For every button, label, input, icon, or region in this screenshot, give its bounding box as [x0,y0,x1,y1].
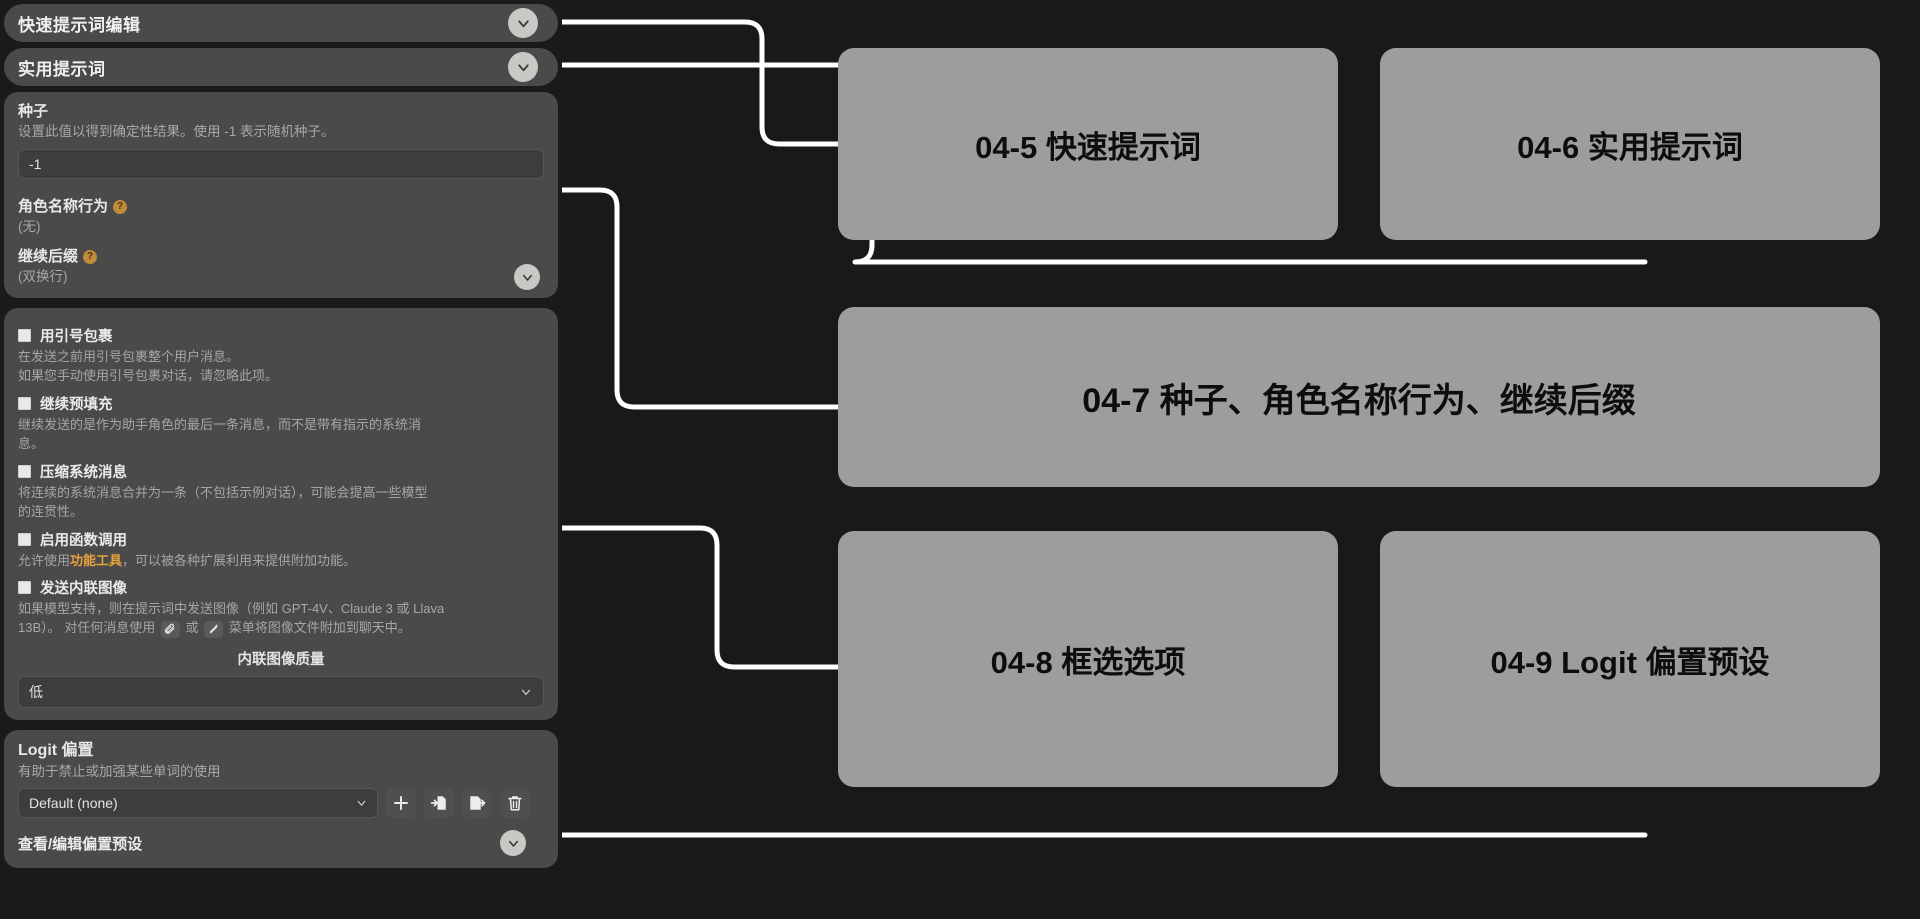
delete-preset-button[interactable] [500,788,530,819]
annotation-card-04-5[interactable]: 04-5 快速提示词 [838,48,1338,240]
checkbox-box[interactable] [18,532,31,546]
paperclip-icon [160,620,180,638]
checkbox-label: 继续预填充 [40,397,113,414]
checkbox-squash-system-messages[interactable]: 压缩系统消息 [18,461,544,482]
file-export-icon [470,796,486,810]
file-import-icon [430,796,446,810]
collapsible-utility-prompts[interactable]: 实用提示词 [4,48,558,86]
checkbox-label: 发送内联图像 [40,581,127,598]
desc-line-1: 在发送之前用引号包裹整个用户消息。 [18,349,240,365]
char-name-behavior-value: (无) [18,219,41,235]
annotation-label: 04-9 Logit 偏置预设 [1490,644,1770,680]
annotation-card-04-9[interactable]: 04-9 Logit 偏置预设 [1380,531,1880,787]
desc-line-1: 继续发送的是作为助手角色的最后一条消息，而不是带有指示的系统消 [18,417,422,433]
magic-wand-icon [204,620,224,638]
seed-value: -1 [29,155,42,172]
import-preset-button[interactable] [424,788,454,819]
checkbox-box[interactable] [18,329,31,343]
checkbox-box[interactable] [18,464,31,478]
inline-image-quality-value: 低 [29,684,43,701]
checkbox-enable-function-calling[interactable]: 启用函数调用 [18,529,544,550]
collapsible-title: 实用提示词 [18,59,106,79]
char-name-behavior-row[interactable]: 角色名称行为 ? [18,197,544,290]
checkbox-description: 继续发送的是作为助手角色的最后一条消息，而不是带有指示的系统消 息。 [18,416,544,454]
desc-line-3: 菜单将图像文件附加到聊天中。 [228,620,411,636]
annotation-card-04-6[interactable]: 04-6 实用提示词 [1380,48,1880,240]
checkbox-continue-prefill[interactable]: 继续预填充 [18,393,544,414]
annotation-label: 04-5 快速提示词 [975,129,1201,165]
annotation-label: 04-6 实用提示词 [1517,129,1743,165]
desc-prefix: 允许使用 [18,552,71,568]
annotation-card-04-8[interactable]: 04-8 框选选项 [838,531,1338,787]
help-icon[interactable]: ? [113,199,128,214]
logit-bias-controls: Default (none) [18,788,544,819]
annotation-label: 04-7 种子、角色名称行为、继续后缀 [1082,381,1636,420]
logit-bias-description: 有助于禁止或加强某些单词的使用 [18,763,221,779]
edit-bias-presets-row[interactable]: 查看/编辑偏置预设 [18,830,544,857]
desc-line-2: 息。 [18,435,45,451]
checkbox-options-card: 用引号包裹 在发送之前用引号包裹整个用户消息。 如果您手动使用引号包裹对话，请忽… [4,308,558,721]
desc-line-2: 如果您手动使用引号包裹对话，请忽略此项。 [18,368,279,384]
continue-postfix-value: (双换行) [18,268,68,284]
collapsible-title: 快速提示词编辑 [18,15,141,35]
checkbox-label: 启用函数调用 [40,532,127,549]
plus-icon [394,796,408,811]
checkbox-description: 在发送之前用引号包裹整个用户消息。 如果您手动使用引号包裹对话，请忽略此项。 [18,348,544,386]
chevron-down-icon[interactable] [508,52,538,82]
desc-line-1: 如果模型支持，则在提示词中发送图像（例如 GPT-4V、Claude 3 或 L… [18,601,445,617]
chevron-down-icon [521,689,531,695]
checkbox-send-inline-images[interactable]: 发送内联图像 [18,577,544,598]
checkbox-description: 允许使用功能工具，可以被各种扩展利用来提供附加功能。 [18,552,544,571]
logit-bias-card: Logit 偏置 有助于禁止或加强某些单词的使用 Default (none) [4,730,558,869]
help-icon[interactable]: ? [83,249,98,264]
trash-icon [508,796,522,811]
chevron-down-icon [357,801,366,806]
desc-or: 或 [185,620,199,636]
desc-line-1: 将连续的系统消息合并为一条（不包括示例对话），可能会提高一些模型 [18,484,428,500]
checkbox-description: 将连续的系统消息合并为一条（不包括示例对话），可能会提高一些模型 的连贯性。 [18,484,544,522]
logit-bias-title: Logit 偏置 [18,742,94,760]
checkbox-label: 压缩系统消息 [40,464,127,481]
seed-settings-card: 种子 设置此值以得到确定性结果。使用 -1 表示随机种子。 -1 角色名称行为 … [4,92,558,347]
checkbox-wrap-in-quotes[interactable]: 用引号包裹 [18,325,544,346]
logit-preset-select[interactable]: Default (none) [18,788,378,819]
function-tools-link[interactable]: 功能工具 [70,552,123,568]
export-preset-button[interactable] [462,788,492,819]
checkbox-box[interactable] [18,581,31,595]
checkbox-box[interactable] [18,397,31,411]
chevron-down-icon[interactable] [500,830,526,857]
seed-input[interactable]: -1 [18,148,544,179]
annotation-card-04-7[interactable]: 04-7 种子、角色名称行为、继续后缀 [838,307,1880,487]
chevron-down-icon[interactable] [514,264,540,290]
annotation-label: 04-8 框选选项 [990,644,1186,680]
edit-bias-presets-label: 查看/编辑偏置预设 [18,835,143,853]
collapsible-quick-prompt-edit[interactable]: 快速提示词编辑 [4,4,558,42]
continue-postfix-row[interactable]: 继续后缀 ? [18,247,544,347]
inline-image-quality-select[interactable]: 低 [18,676,544,709]
inline-image-quality-label: 内联图像质量 [237,652,325,669]
char-name-behavior-label: 角色名称行为 [18,197,109,215]
seed-description: 设置此值以得到确定性结果。使用 -1 表示随机种子。 [18,124,335,140]
desc-suffix: ，可以被各种扩展利用来提供附加功能。 [122,552,357,568]
checkbox-label: 用引号包裹 [40,329,113,346]
chevron-down-icon[interactable] [508,8,538,38]
continue-postfix-label: 继续后缀 [18,247,79,265]
seed-label: 种子 [18,103,49,120]
checkbox-description: 如果模型支持，则在提示词中发送图像（例如 GPT-4V、Claude 3 或 L… [18,600,544,638]
logit-preset-value: Default (none) [29,795,118,812]
settings-panel: 快速提示词编辑 实用提示词 种子 设置此值以得到确定性结果。使用 -1 表示随机… [0,0,562,919]
desc-line-2: 13B）。 对任何消息使用 [18,620,156,636]
desc-line-2: 的连贯性。 [18,503,84,519]
add-preset-button[interactable] [386,788,416,819]
